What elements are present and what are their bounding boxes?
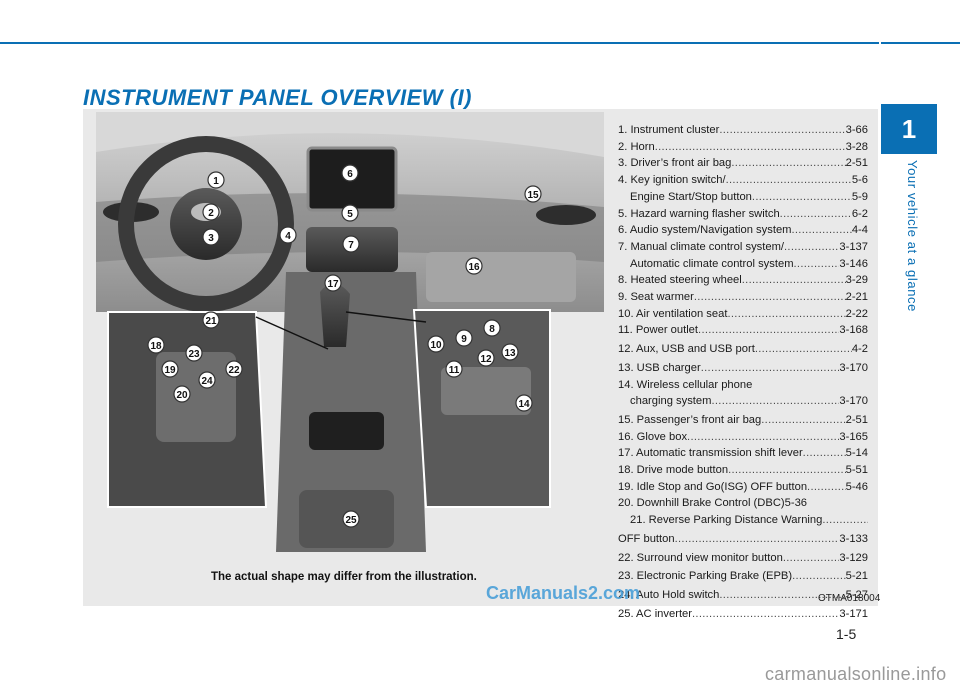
callout-24-label: 24 xyxy=(201,376,213,387)
callout-23-label: 23 xyxy=(188,349,200,360)
instrument-panel-illustration: 1 2 3 4 5 6 7 8 9 10 11 12 13 14 15 16 1… xyxy=(96,112,604,552)
callout-1 xyxy=(207,171,225,189)
list-item: 18. Drive mode button5-51 xyxy=(618,462,868,479)
callout-4-label: 4 xyxy=(285,231,291,242)
callout-21-label: 21 xyxy=(205,316,217,327)
callout-14-label: 14 xyxy=(518,399,530,410)
list-item: 13. USB charger3-170 xyxy=(618,360,868,377)
callout-19 xyxy=(161,360,179,378)
callout-20-label: 20 xyxy=(176,390,188,401)
list-item-continuation: charging system3-170 xyxy=(618,393,868,410)
page-number: 1-5 xyxy=(836,626,857,642)
callout-22 xyxy=(225,360,243,378)
list-item: 10. Air ventilation seat2-22 xyxy=(618,306,868,323)
list-item: 22. Surround view monitor button3-129 xyxy=(618,550,868,567)
callout-17 xyxy=(324,274,342,292)
list-item-continuation: Engine Start/Stop button5-9 xyxy=(618,189,868,206)
callout-12-label: 12 xyxy=(480,354,492,365)
list-item: 20. Downhill Brake Control (DBC)5-36 xyxy=(618,497,808,510)
callout-22-label: 22 xyxy=(228,365,240,376)
page-title: INSTRUMENT PANEL OVERVIEW (I) xyxy=(83,85,472,110)
callout-15 xyxy=(524,185,542,203)
callout-25-label: 25 xyxy=(345,515,357,526)
callout-5 xyxy=(341,204,359,222)
header-rule xyxy=(0,42,879,44)
list-item: 19. Idle Stop and Go(ISG) OFF button5-46 xyxy=(618,479,868,496)
callout-18 xyxy=(147,336,165,354)
watermark-link[interactable]: CarManuals2.com xyxy=(486,583,641,603)
callout-11 xyxy=(445,360,463,378)
list-item: 1. Instrument cluster3-66 xyxy=(618,122,868,139)
callout-3-label: 3 xyxy=(208,233,214,244)
chapter-number: 1 xyxy=(881,104,937,154)
callout-2-label: 2 xyxy=(208,208,214,219)
callout-12 xyxy=(477,349,495,367)
list-item: OFF button3-133 xyxy=(618,531,868,548)
figure-code: OTMA018004 xyxy=(818,593,881,604)
callout-5-label: 5 xyxy=(347,209,353,220)
list-item: 12. Aux, USB and USB port4-2 xyxy=(618,341,868,358)
callout-7 xyxy=(342,235,360,253)
callout-4 xyxy=(279,226,297,244)
callout-16 xyxy=(465,257,483,275)
list-item: 5. Hazard warning flasher switch6-2 xyxy=(618,206,868,223)
callout-20 xyxy=(173,385,191,403)
list-item: 9. Seat warmer2-21 xyxy=(618,289,868,306)
list-item: 6. Audio system/Navigation system4-4 xyxy=(618,222,868,239)
component-index: 1. Instrument cluster3-66 2. Horn3-28 3.… xyxy=(618,122,868,622)
callout-16-label: 16 xyxy=(468,262,480,273)
callout-14 xyxy=(515,394,533,412)
callout-10 xyxy=(427,335,445,353)
figure-note: The actual shape may differ from the ill… xyxy=(211,571,477,583)
list-item: 16. Glove box3-165 xyxy=(618,429,868,446)
callout-21 xyxy=(202,311,220,329)
callout-13-label: 13 xyxy=(504,348,516,359)
list-item: 2. Horn3-28 xyxy=(618,139,868,156)
callout-10-label: 10 xyxy=(430,340,442,351)
callout-2 xyxy=(202,203,220,221)
callout-13 xyxy=(501,343,519,361)
callout-1-label: 1 xyxy=(213,176,219,187)
callout-8-label: 8 xyxy=(489,324,495,335)
list-item: 3. Driver’s front air bag2-51 xyxy=(618,155,868,172)
callout-3 xyxy=(202,228,220,246)
list-item: 7. Manual climate control system/3-137 xyxy=(618,239,868,256)
callout-24 xyxy=(198,371,216,389)
list-item: 15. Passenger’s front air bag2-51 xyxy=(618,412,868,429)
callout-7-label: 7 xyxy=(348,240,354,251)
callout-6 xyxy=(341,164,359,182)
callout-8 xyxy=(483,319,501,337)
callout-11-label: 11 xyxy=(449,365,460,376)
list-item: 24. Auto Hold switch5-27 xyxy=(618,587,868,604)
list-item: 8. Heated steering wheel3-29 xyxy=(618,272,868,289)
callout-25 xyxy=(342,510,360,528)
list-item: 14. Wireless cellular phone xyxy=(618,378,753,391)
list-item: 11. Power outlet3-168 xyxy=(618,322,868,339)
callout-18-label: 18 xyxy=(150,341,162,352)
list-item-continuation: 21. Reverse Parking Distance Warning xyxy=(618,512,868,529)
site-watermark: carmanualsonline.info xyxy=(765,664,947,684)
list-item: 17. Automatic transmission shift lever5-… xyxy=(618,445,868,462)
callout-9 xyxy=(455,329,473,347)
chapter-title: Your vehicle at a glance xyxy=(905,160,920,312)
list-item: 25. AC inverter3-171 xyxy=(618,606,868,623)
list-item: 4. Key ignition switch/5-6 xyxy=(618,172,868,189)
list-item: 23. Electronic Parking Brake (EPB)5-21 xyxy=(618,568,868,585)
callout-15-label: 15 xyxy=(527,190,539,201)
sidebar-rule xyxy=(881,42,960,44)
list-item-continuation: Automatic climate control system3-146 xyxy=(618,256,868,273)
callout-23 xyxy=(185,344,203,362)
callout-17-label: 17 xyxy=(327,279,339,290)
callout-19-label: 19 xyxy=(164,365,176,376)
callout-9-label: 9 xyxy=(461,334,467,345)
callout-6-label: 6 xyxy=(347,169,353,180)
